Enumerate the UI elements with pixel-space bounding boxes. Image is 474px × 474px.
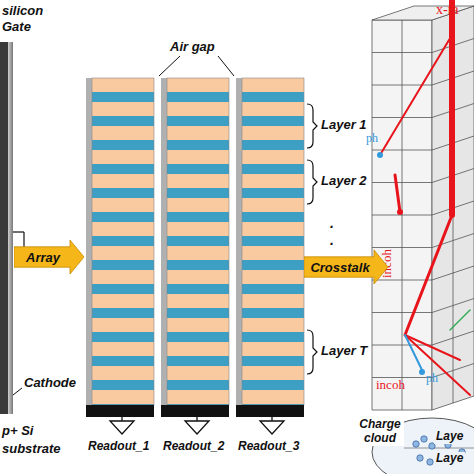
detector-columns [86,78,304,417]
layer-label: Layer 2 [321,174,367,189]
readout-amplifiers [110,417,284,434]
arrow-label: Crosstalk [310,260,369,275]
photon-label: ph [426,372,438,386]
arrow-label: Array [26,250,60,265]
leader-line [13,388,22,395]
photon-label: ph [366,132,378,146]
air-gap-label: Air gap [170,40,215,55]
layer-label: Layer T [321,344,367,359]
silicon-body [8,42,13,414]
ellipsis-dot: . [330,215,334,231]
material-label: substrate [2,442,61,457]
layer-brackets [307,104,317,374]
readout-label: Readout_3 [238,440,299,454]
readout-label: Readout_1 [88,440,149,454]
array-arrow: Array [14,240,84,274]
readout-label: Readout_2 [163,440,224,454]
material-label: p+ Si [2,424,33,439]
gate-layer [0,42,8,414]
ellipsis-dot: . [330,232,334,248]
xray-label: x-ra [436,2,459,18]
leader-line [159,56,180,76]
crosstalk-arrow: Crosstalk [304,250,388,284]
charge-cloud-label: Charge cloud [356,418,404,446]
layer-label: Laye [434,452,465,466]
layer-label: Laye [434,430,465,444]
incoherent-label: incoh [376,378,405,393]
layer-label: Layer 1 [321,118,367,133]
photon-tracks [377,0,470,395]
material-label: Gate [2,20,31,35]
material-label: silicon [2,4,43,19]
electrode-label: Cathode [24,376,76,391]
pixel-grid-3d [372,6,474,410]
leader-line [218,56,234,76]
